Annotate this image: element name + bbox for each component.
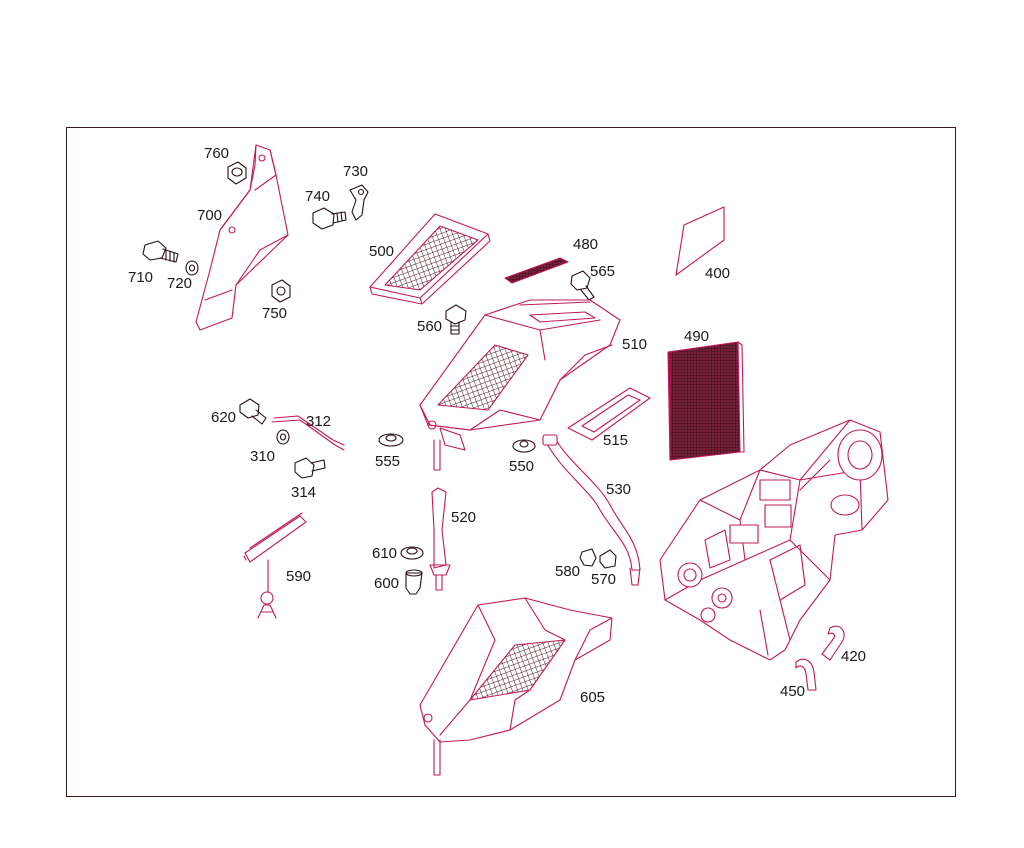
diagram-frame (66, 127, 956, 797)
hose-450[interactable] (795, 658, 817, 691)
callout-314[interactable]: 314 (291, 484, 317, 501)
callout-560[interactable]: 560 (417, 318, 443, 335)
callout-420[interactable]: 420 (841, 648, 867, 665)
housing-upper-510[interactable] (419, 299, 621, 471)
grommet-580[interactable] (579, 548, 597, 567)
callout-450[interactable]: 450 (780, 683, 806, 700)
rod-312[interactable] (271, 415, 345, 451)
drain-tube-520[interactable] (429, 487, 451, 591)
drain-hose-530[interactable] (542, 434, 641, 586)
valve-600[interactable] (405, 569, 423, 595)
callout-760[interactable]: 760 (204, 145, 230, 162)
cabin-filter-490[interactable] (667, 341, 745, 461)
callout-590[interactable]: 590 (286, 568, 312, 585)
callout-480[interactable]: 480 (573, 236, 599, 253)
callout-700[interactable]: 700 (197, 207, 223, 224)
bolt-560[interactable] (445, 304, 467, 335)
bolt-314[interactable] (294, 457, 326, 479)
bolt-565[interactable] (570, 270, 595, 301)
callout-610[interactable]: 610 (372, 545, 398, 562)
filter-tray-500[interactable] (369, 213, 491, 305)
seal-strip-590[interactable] (243, 512, 307, 593)
callout-570[interactable]: 570 (591, 571, 617, 588)
callout-580[interactable]: 580 (555, 563, 581, 580)
callout-515[interactable]: 515 (603, 432, 629, 449)
callout-600[interactable]: 600 (374, 575, 400, 592)
bolt-710[interactable] (142, 240, 179, 263)
ring-610[interactable] (400, 546, 424, 560)
callout-310[interactable]: 310 (250, 448, 276, 465)
heater-box-assembly[interactable] (659, 419, 889, 661)
callout-605[interactable]: 605 (580, 689, 606, 706)
frame-515[interactable] (567, 387, 651, 441)
callout-555[interactable]: 555 (375, 453, 401, 470)
callout-565[interactable]: 565 (590, 263, 616, 280)
callout-750[interactable]: 750 (262, 305, 288, 322)
callout-510[interactable]: 510 (622, 336, 648, 353)
cover-panel-400[interactable] (675, 206, 725, 276)
callout-500[interactable]: 500 (369, 243, 395, 260)
callout-720[interactable]: 720 (167, 275, 193, 292)
hose-420[interactable] (821, 625, 845, 661)
nut-760[interactable] (227, 161, 247, 185)
bolt-620[interactable] (239, 398, 267, 425)
seal-strip-480[interactable] (504, 257, 569, 284)
clip-730[interactable] (349, 184, 369, 221)
callout-730[interactable]: 730 (343, 163, 369, 180)
grommet-550[interactable] (512, 439, 536, 453)
cap-570[interactable] (599, 549, 617, 569)
callout-740[interactable]: 740 (305, 188, 331, 205)
nut-750[interactable] (271, 279, 291, 303)
bracket-plate-700[interactable] (195, 144, 289, 331)
callout-530[interactable]: 530 (606, 481, 632, 498)
callout-520[interactable]: 520 (451, 509, 477, 526)
callout-400[interactable]: 400 (705, 265, 731, 282)
clip-310[interactable] (276, 429, 290, 445)
clip-ring-590[interactable] (257, 591, 277, 619)
callout-550[interactable]: 550 (509, 458, 535, 475)
callout-710[interactable]: 710 (128, 269, 154, 286)
callout-620[interactable]: 620 (211, 409, 237, 426)
housing-lower-605[interactable] (419, 597, 613, 776)
callout-312[interactable]: 312 (306, 413, 332, 430)
washer-720[interactable] (185, 260, 199, 276)
bolt-740[interactable] (312, 207, 347, 230)
grommet-555[interactable] (378, 433, 404, 447)
callout-490[interactable]: 490 (684, 328, 710, 345)
